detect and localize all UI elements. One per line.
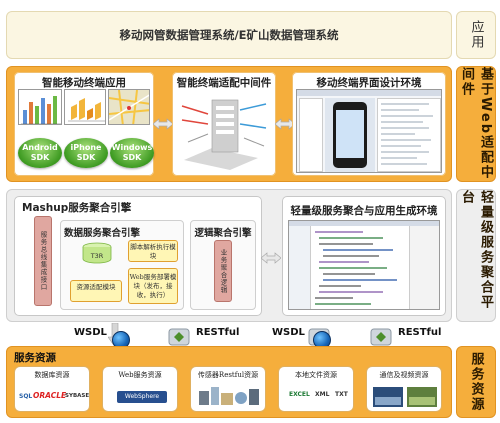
business-logic-bar: 业务聚合逻辑	[214, 240, 232, 302]
mashup-engine-title: Mashup服务聚合引擎	[22, 202, 132, 214]
side-label-service-platform: 轻量级服务聚合平台	[456, 189, 496, 322]
service-bus-bar: 服务总线集成接口	[34, 216, 52, 306]
sensor-devices-icon	[199, 387, 259, 405]
resource-adapter-module: 资源适配模块	[70, 280, 122, 302]
local-file-resource: 本地文件资源 EXCEL XML TXT	[278, 366, 354, 412]
mashup-engine-card: Mashup服务聚合引擎 服务总线集成接口 数据服务聚合引擎 T3R 资源适配模…	[14, 196, 262, 316]
data-engine-title: 数据服务聚合引擎	[64, 228, 141, 239]
database-resource: 数据库资源 SQL ORACLE SYBASE	[14, 366, 90, 412]
chart-screenshot	[18, 89, 62, 125]
restful-label-left: RESTful	[196, 327, 240, 338]
script-exec-module: 脚本解析执行模块	[128, 240, 178, 262]
comm-video-resource: 通信及视频资源	[366, 366, 442, 412]
side-label-web-middleware: 基于Web适配中间件	[456, 66, 496, 182]
middleware-graphic-icon	[181, 99, 267, 170]
ui-design-card: 移动终端界面设计环境	[292, 72, 446, 176]
t3r-label: T3R	[90, 252, 104, 260]
bar3d-screenshot	[64, 89, 106, 125]
video-thumbnails-icon	[373, 387, 437, 407]
side-label-resources: 服务资源	[456, 346, 496, 418]
bidirectional-arrow-icon	[275, 118, 295, 130]
web-service-deploy-module: Web服务部署模块（发布，接收，执行）	[128, 268, 178, 304]
lightweight-env-card: 轻量级服务聚合与应用生成环境	[282, 196, 446, 316]
code-editor-screenshot	[288, 220, 440, 310]
resources-title: 服务资源	[14, 352, 56, 364]
restful-label-right: RESTful	[398, 327, 442, 338]
app-layer-bar	[6, 11, 452, 59]
bidirectional-arrow-icon	[153, 118, 173, 130]
t3r-database-icon	[82, 242, 112, 264]
web-service-resource: Web服务资源 WebSphere software	[102, 366, 178, 412]
ui-design-title: 移动终端界面设计环境	[316, 77, 422, 89]
map-screenshot	[108, 89, 150, 125]
mobile-app-title: 智能移动终端应用	[42, 77, 126, 89]
sensor-restful-resource: 传感器Restful资源	[190, 366, 266, 412]
wsdl-label-left: WSDL	[74, 327, 107, 338]
ide-screenshot	[296, 89, 442, 173]
connector-chip-icon	[168, 328, 190, 346]
adapter-middleware-title: 智能终端适配中间件	[176, 77, 272, 89]
side-label-apps: 应用	[456, 11, 496, 59]
bidirectional-arrow-icon	[261, 252, 281, 264]
logic-engine-title: 逻辑聚合引擎	[194, 228, 252, 239]
adapter-middleware-card: 智能终端适配中间件	[172, 72, 276, 176]
wsdl-label-right: WSDL	[272, 327, 305, 338]
connector-chip-icon	[370, 328, 392, 346]
app-layer-title: 移动网管数据管理系统/E矿山数据管理系统	[119, 28, 339, 42]
lightweight-env-title: 轻量级服务聚合与应用生成环境	[290, 205, 438, 217]
